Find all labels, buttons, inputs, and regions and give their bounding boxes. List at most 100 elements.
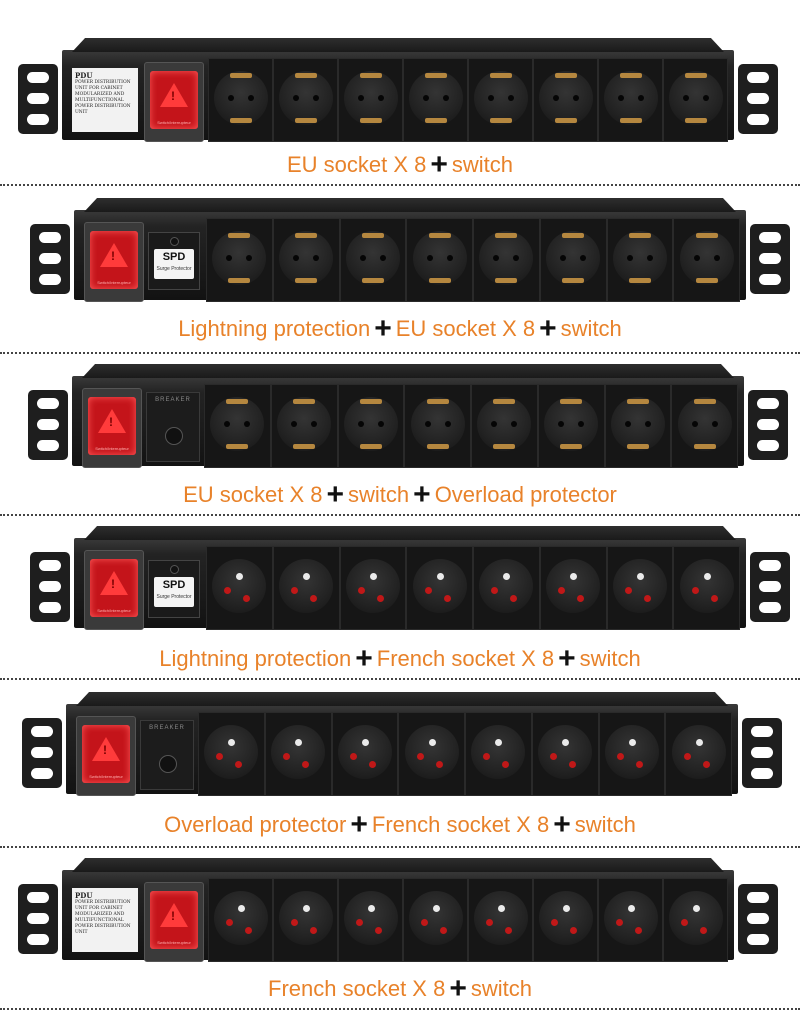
pdu-label-title: PDU bbox=[75, 71, 93, 80]
socket-hole bbox=[244, 927, 252, 934]
plus-sign: + bbox=[350, 808, 368, 841]
eu-socket bbox=[606, 218, 674, 302]
switch-rocker[interactable]: Switch/Interrupteur bbox=[88, 397, 136, 455]
mounting-slot bbox=[37, 440, 59, 451]
section-caption: Lightning protection+EU socket X 8+switc… bbox=[0, 312, 800, 346]
socket-face bbox=[679, 231, 734, 285]
switch-rocker[interactable]: Switch/Interrupteur bbox=[150, 891, 198, 949]
dotted-divider bbox=[0, 514, 800, 516]
switch-rocker[interactable]: Switch/Interrupteur bbox=[90, 559, 138, 617]
socket-hole bbox=[637, 95, 644, 101]
socket-hole bbox=[416, 753, 424, 760]
plus-sign: + bbox=[539, 312, 557, 345]
caption-part: French socket X 8 bbox=[268, 976, 446, 1001]
socket-face bbox=[408, 71, 463, 125]
socket-face bbox=[204, 725, 259, 779]
socket-face bbox=[546, 559, 601, 613]
power-switch[interactable]: Switch/Interrupteur bbox=[82, 388, 142, 468]
switch-rocker[interactable]: Switch/Interrupteur bbox=[150, 71, 198, 129]
mounting-ear-left bbox=[28, 390, 68, 460]
socket-hole bbox=[439, 927, 447, 934]
eu-socket bbox=[533, 58, 598, 142]
french-socket bbox=[403, 878, 468, 962]
french-socket bbox=[208, 878, 273, 962]
reset-button[interactable] bbox=[159, 755, 177, 773]
switch-text: Switch/Interrupteur bbox=[157, 120, 191, 125]
overload-breaker[interactable]: BREAKER bbox=[140, 720, 194, 790]
pdu-body: Switch/Interrupteur BREAKER bbox=[72, 364, 744, 468]
socket-hole bbox=[247, 95, 254, 101]
socket-face bbox=[612, 231, 667, 285]
indicator-led-icon bbox=[170, 237, 179, 246]
pdu-unit: Switch/Interrupteur BREAKER bbox=[28, 364, 788, 468]
dotted-divider bbox=[0, 846, 800, 848]
mounting-slot bbox=[39, 274, 61, 285]
switch-text: Switch/Interrupteur bbox=[157, 940, 191, 945]
spd-title: SPD bbox=[162, 579, 186, 591]
earth-pin bbox=[236, 573, 244, 580]
switch-rocker[interactable]: Switch/Interrupteur bbox=[82, 725, 130, 783]
socket-hole bbox=[224, 421, 231, 427]
french-socket bbox=[206, 546, 273, 630]
power-switch[interactable]: Switch/Interrupteur bbox=[144, 882, 204, 962]
eu-socket bbox=[663, 58, 728, 142]
switch-rocker[interactable]: Switch/Interrupteur bbox=[90, 231, 138, 289]
mounting-slot bbox=[759, 232, 781, 243]
eu-socket bbox=[537, 384, 605, 468]
socket-face bbox=[677, 397, 732, 451]
eu-socket bbox=[339, 218, 407, 302]
socket-hole bbox=[244, 421, 251, 427]
socket-face bbox=[604, 725, 659, 779]
caption-part: Overload protector bbox=[164, 812, 347, 837]
socket-face bbox=[544, 397, 599, 451]
eu-socket bbox=[471, 384, 538, 468]
switch-text: Switch/Interrupteur bbox=[97, 608, 131, 613]
french-socket bbox=[533, 878, 598, 962]
power-switch[interactable]: Switch/Interrupteur bbox=[84, 550, 144, 630]
mounting-slot bbox=[39, 602, 61, 613]
socket-hole bbox=[513, 255, 520, 261]
pdu-label-text: POWER DISTRIBUTION UNIT FOR CABINET MODU… bbox=[75, 80, 131, 115]
caption-part: switch bbox=[560, 316, 622, 341]
socket-hole bbox=[646, 255, 653, 261]
eu-socket bbox=[604, 384, 672, 468]
socket-hole bbox=[624, 587, 632, 594]
power-switch[interactable]: Switch/Interrupteur bbox=[76, 716, 136, 796]
french-socket bbox=[264, 712, 332, 796]
mounting-slot bbox=[27, 913, 49, 924]
socket-face bbox=[277, 397, 332, 451]
reset-button[interactable] bbox=[165, 427, 183, 445]
earth-pin bbox=[503, 573, 511, 580]
eu-socket bbox=[598, 58, 663, 142]
socket-hole bbox=[558, 587, 566, 594]
earth-pin bbox=[497, 905, 505, 912]
caption-part: switch bbox=[451, 152, 514, 177]
earth-pin bbox=[628, 739, 636, 746]
power-switch[interactable]: Switch/Interrupteur bbox=[144, 62, 204, 142]
earth-pin bbox=[495, 739, 503, 746]
socket-face bbox=[479, 559, 534, 613]
socket-hole bbox=[291, 421, 298, 427]
socket-face bbox=[612, 559, 667, 613]
earth-pin bbox=[436, 573, 444, 580]
pdu-top-lip bbox=[76, 692, 728, 706]
socket-hole bbox=[702, 95, 709, 101]
eu-socket bbox=[539, 218, 607, 302]
breaker-text: BREAKER bbox=[155, 397, 191, 403]
socket-face bbox=[477, 397, 532, 451]
socket-hole bbox=[493, 255, 500, 261]
socket-hole bbox=[710, 595, 718, 602]
mounting-ear-left bbox=[30, 552, 70, 622]
warning-icon bbox=[100, 571, 128, 595]
power-switch[interactable]: Switch/Interrupteur bbox=[84, 222, 144, 302]
mounting-slot bbox=[747, 913, 769, 924]
section-caption: EU socket X 8+switch+Overload protector bbox=[0, 478, 800, 512]
warning-icon bbox=[160, 903, 188, 927]
pdu-label-title: PDU bbox=[75, 891, 93, 900]
socket-face bbox=[213, 891, 268, 945]
socket-hole bbox=[680, 919, 688, 926]
overload-breaker[interactable]: BREAKER bbox=[146, 392, 200, 462]
